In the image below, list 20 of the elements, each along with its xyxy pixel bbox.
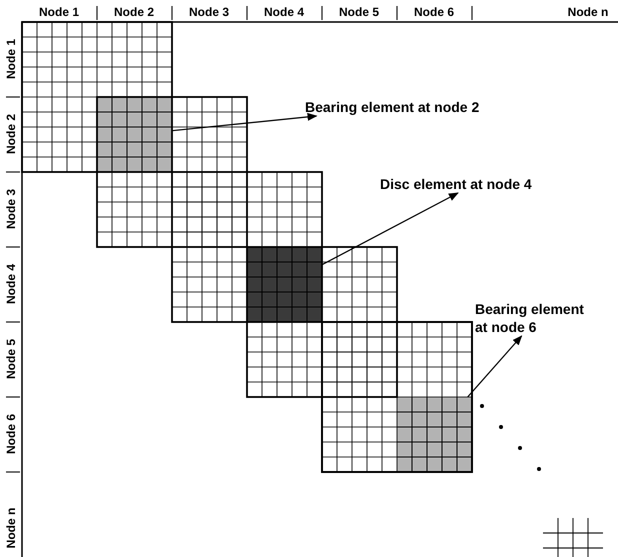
leader-arrow: [467, 335, 522, 398]
row-label: Node 1: [4, 39, 18, 79]
row-label: Node 4: [4, 264, 18, 304]
callout-text: Bearing element at node 6: [475, 300, 600, 336]
row-label: Node 2: [4, 114, 18, 154]
column-label: Node 2: [114, 5, 154, 19]
leader-arrow: [322, 192, 459, 266]
column-label: Node 4: [264, 5, 304, 19]
column-label: Node 1: [39, 5, 79, 19]
callout-text: Disc element at node 4: [380, 175, 570, 193]
row-label: Node n: [4, 508, 18, 548]
column-label: Node 3: [189, 5, 229, 19]
row-label: Node 3: [4, 189, 18, 229]
column-label: Node 5: [339, 5, 379, 19]
column-label: Node n: [568, 5, 608, 19]
column-label: Node 6: [414, 5, 454, 19]
leader-arrow: [172, 112, 318, 132]
callout-text: Bearing element at node 2: [305, 98, 505, 116]
row-label: Node 6: [4, 414, 18, 454]
row-label: Node 5: [4, 339, 18, 379]
